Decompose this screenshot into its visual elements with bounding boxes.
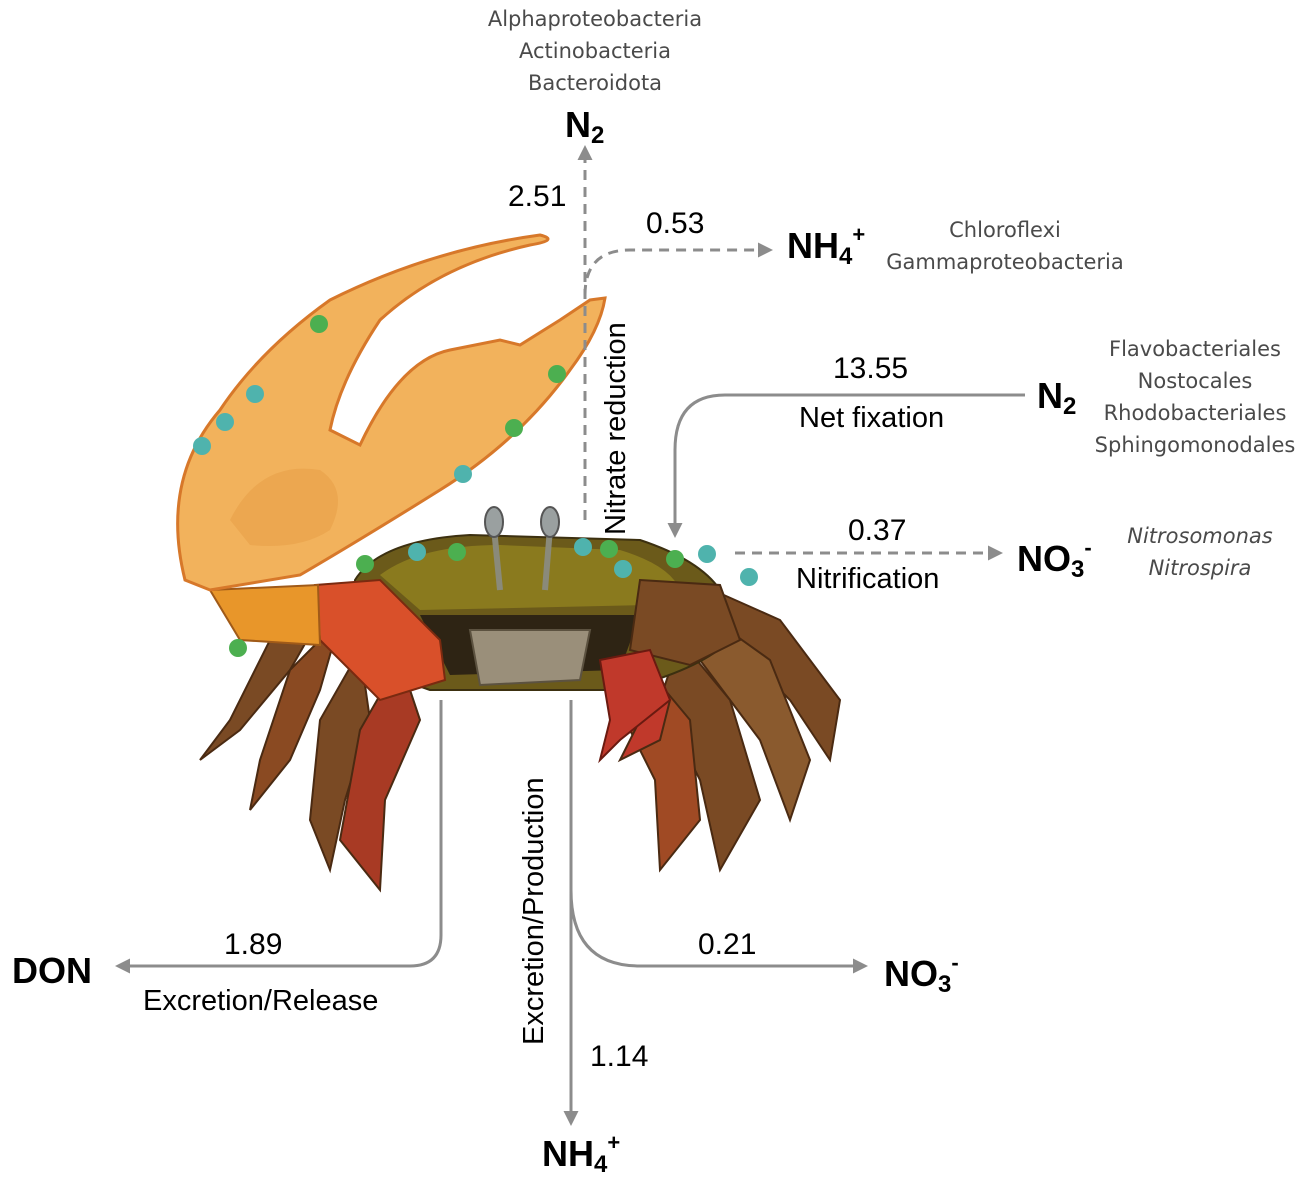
- taxon: Actinobacteria: [470, 35, 720, 67]
- species-n2-top: N2: [565, 104, 604, 150]
- species-no3-nitrification: NO3-: [1017, 535, 1092, 584]
- species-nh4-top: NH4+: [787, 222, 865, 271]
- taxon: Rhodobacteriales: [1085, 397, 1305, 429]
- value-no3-bottom: 0.21: [698, 928, 756, 962]
- label-nitrification: Nitrification: [796, 563, 939, 596]
- taxon: Flavobacteriales: [1085, 333, 1305, 365]
- species-no3-bottom: NO3-: [884, 950, 959, 999]
- taxon: Sphingomonodales: [1085, 429, 1305, 461]
- species-don: DON: [12, 950, 92, 992]
- taxon: Gammaproteobacteria: [880, 246, 1130, 278]
- label-excretion-production: Excretion/Production: [518, 777, 551, 1045]
- label-nitrate-reduction: Nitrate reduction: [600, 322, 633, 535]
- taxa-nh4-top: Chloroflexi Gammaproteobacteria: [880, 214, 1130, 278]
- arrow-nh4-top: [585, 250, 770, 295]
- taxon: Chloroflexi: [880, 214, 1130, 246]
- label-net-fixation: Net fixation: [799, 402, 944, 435]
- species-n2-fixation: N2: [1037, 375, 1076, 421]
- value-nh4-top: 0.53: [646, 207, 704, 241]
- taxon: Alphaproteobacteria: [470, 3, 720, 35]
- taxa-n2-top: Alphaproteobacteria Actinobacteria Bacte…: [470, 3, 720, 99]
- taxon: Nitrosomonas: [1105, 520, 1295, 552]
- label-excretion-release: Excretion/Release: [143, 985, 378, 1018]
- value-don: 1.89: [224, 928, 282, 962]
- value-n2-top: 2.51: [508, 180, 566, 214]
- taxa-nitrification: Nitrosomonas Nitrospira: [1105, 520, 1295, 584]
- taxon: Bacteroidota: [470, 67, 720, 99]
- crab-illustration: [178, 235, 840, 890]
- taxon: Nitrospira: [1105, 552, 1295, 584]
- species-nh4-bottom: NH4+: [542, 1130, 620, 1179]
- value-n2-fixation: 13.55: [833, 352, 908, 386]
- taxon: Nostocales: [1085, 365, 1305, 397]
- value-nitrification: 0.37: [848, 514, 906, 548]
- value-nh4-bottom: 1.14: [590, 1040, 648, 1074]
- taxa-n2-fixation: Flavobacteriales Nostocales Rhodobacteri…: [1085, 333, 1305, 461]
